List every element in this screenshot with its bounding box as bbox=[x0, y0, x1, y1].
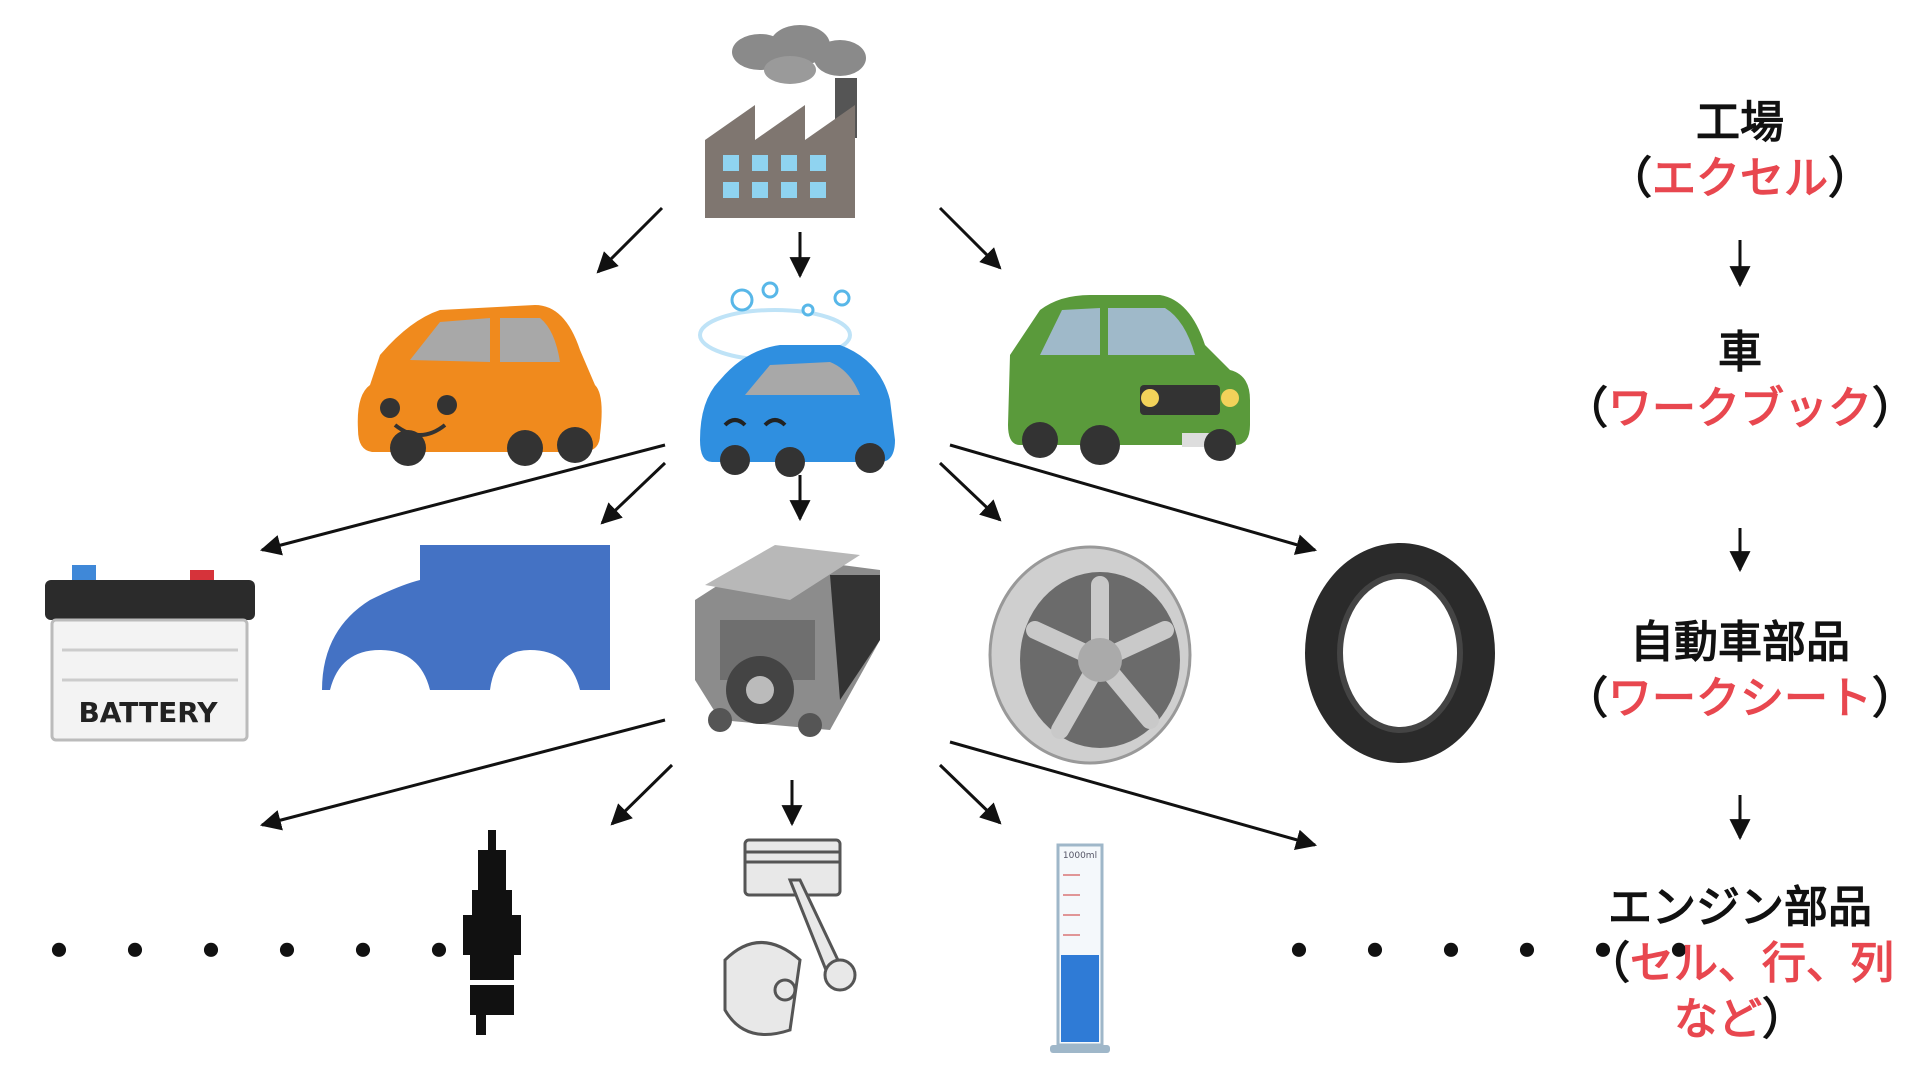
measuring-cylinder-icon: 1000ml bbox=[1050, 843, 1110, 1053]
factory-icon bbox=[705, 25, 866, 218]
battery-icon: BATTERY bbox=[45, 565, 255, 742]
engine-to-parts-arrows bbox=[259, 718, 1318, 850]
wheel-icon bbox=[988, 545, 1192, 765]
engine-icon bbox=[695, 545, 880, 737]
legend-level-parts: 自動車部品 （ワークシート） bbox=[1560, 615, 1920, 727]
spark-plug-icon bbox=[463, 830, 521, 1035]
piston-icon bbox=[723, 838, 857, 1036]
ellipsis-right: ・・・・・・ bbox=[1270, 918, 1727, 986]
legend-parts-sub: （ワークシート） bbox=[1564, 673, 1916, 724]
legend-car-title: 車 bbox=[1718, 327, 1762, 378]
legend-level-engine-parts: エンジン部品 （セル、行、列 など） bbox=[1560, 880, 1920, 1048]
cylinder-label: 1000ml bbox=[1063, 851, 1097, 861]
factory-to-cars-arrows bbox=[596, 206, 1002, 279]
blue-car-icon bbox=[698, 281, 895, 477]
legend-factory-title: 工場 bbox=[1696, 97, 1784, 148]
battery-label: BATTERY bbox=[78, 696, 218, 729]
car-to-parts-arrows bbox=[259, 443, 1318, 556]
legend-car-sub: （ワークブック） bbox=[1564, 383, 1916, 434]
legend-engine-title: エンジン部品 bbox=[1608, 882, 1872, 933]
green-car-icon bbox=[1008, 295, 1250, 465]
legend-level-car: 車 （ワークブック） bbox=[1560, 325, 1920, 437]
legend-parts-title: 自動車部品 bbox=[1630, 617, 1850, 668]
car-body-icon bbox=[322, 545, 610, 690]
legend-factory-sub: （エクセル） bbox=[1608, 153, 1872, 204]
orange-car-icon bbox=[357, 305, 602, 466]
legend-engine-sub-line2: など） bbox=[1674, 994, 1806, 1045]
tire-icon bbox=[1305, 543, 1495, 763]
legend-level-factory: 工場 （エクセル） bbox=[1560, 95, 1920, 207]
ellipsis-left: ・・・・・・ bbox=[30, 918, 487, 986]
legend-engine-sub-line1: （セル、行、列 bbox=[1586, 938, 1894, 989]
